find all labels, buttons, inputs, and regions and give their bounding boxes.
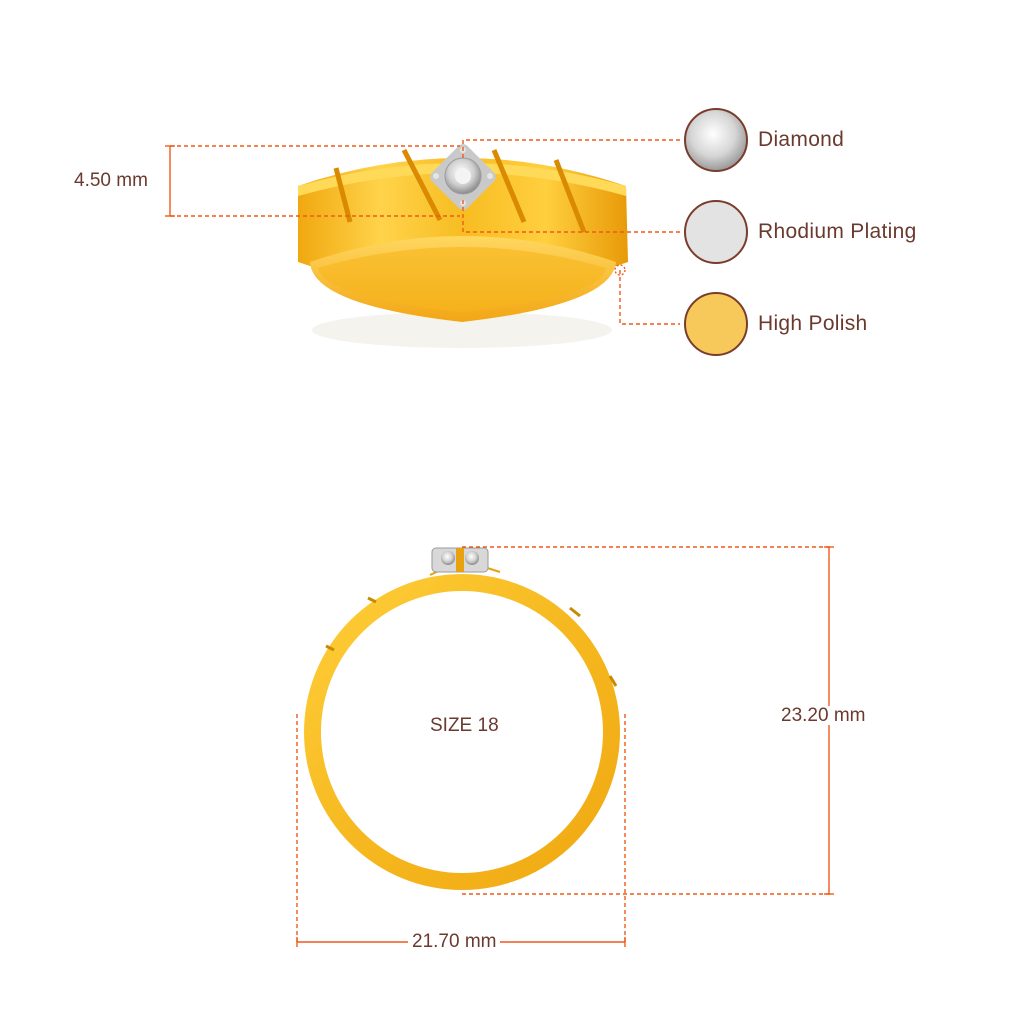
polish-marker [614, 264, 626, 276]
ring-width-label: 21.70 mm [408, 932, 501, 951]
band-height-dimension [165, 145, 460, 217]
legend-label-diamond: Diamond [758, 128, 845, 151]
diamond-setting [430, 144, 496, 210]
ring-size-label: SIZE 18 [430, 715, 499, 736]
band-view [298, 144, 628, 348]
legend-label-rhodium: Rhodium Plating [758, 220, 917, 243]
diamond-icon [684, 108, 748, 172]
legend-leaders [462, 139, 680, 325]
gold-swatch [684, 292, 748, 356]
ring-height-label: 23.20 mm [781, 705, 866, 726]
legend-label-high-polish: High Polish [758, 312, 868, 335]
band-height-label: 4.50 mm [74, 170, 148, 191]
rhodium-swatch [684, 200, 748, 264]
